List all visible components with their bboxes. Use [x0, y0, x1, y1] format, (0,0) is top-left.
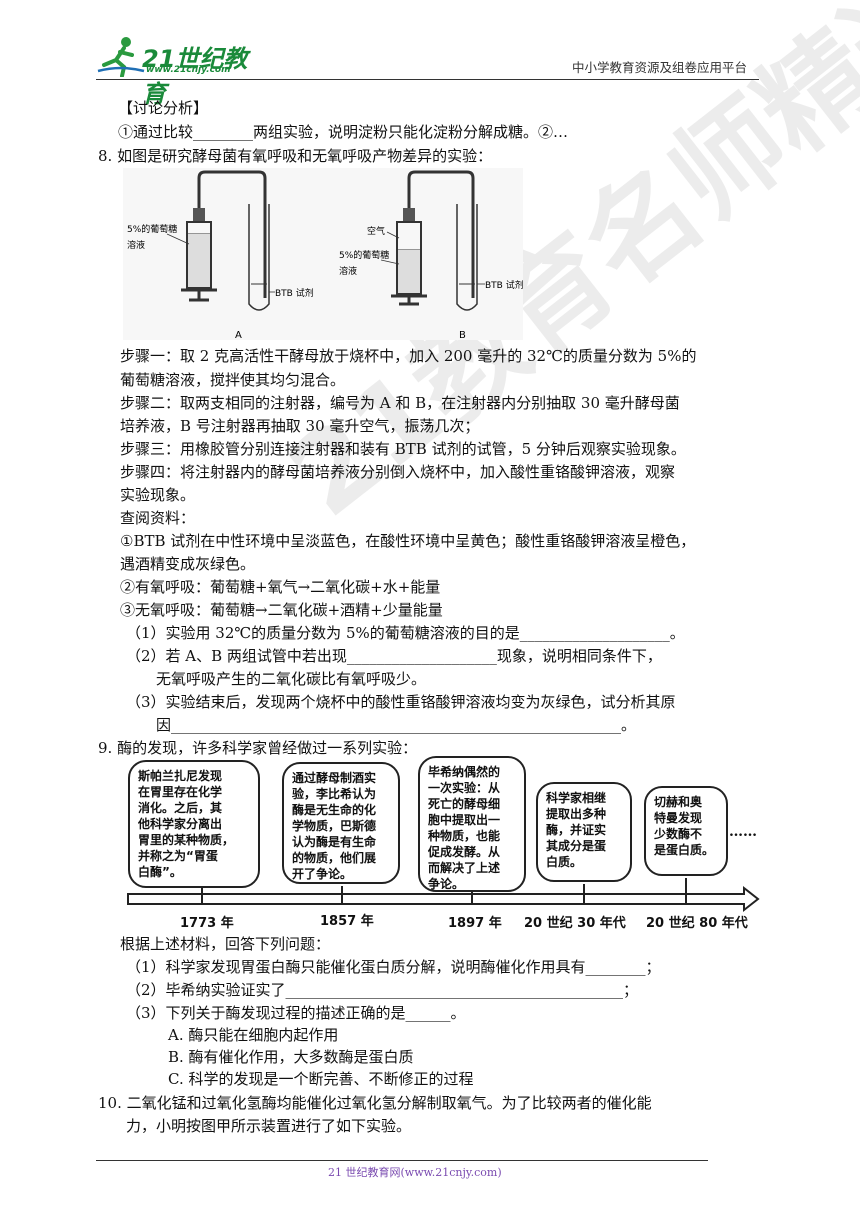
fig-a-caption: A [235, 330, 242, 340]
header-divider [96, 79, 759, 80]
q9-line: （3）下列关于酶发现过程的描述正确的是______。 [126, 1004, 466, 1022]
runner-logo-icon [97, 37, 145, 77]
q8-line: ③无氧呼吸：葡萄糖→二氧化碳+酒精+少量能量 [120, 601, 443, 619]
q9-line: 根据上述材料，回答下列问题： [120, 935, 331, 953]
syringe-a [181, 170, 267, 302]
q8-line: ②有氧呼吸：葡萄糖+氧气→二氧化碳+水+能量 [120, 578, 441, 596]
fig-b-label1: 5%的葡萄糖 [339, 249, 389, 261]
timeline-year: 20 世纪 80 年代 [646, 916, 748, 931]
discussion-heading: 【讨论分析】 [118, 99, 209, 117]
timeline-year: 1897 年 [448, 916, 502, 931]
fig-b-label2: 溶液 [339, 265, 357, 277]
q8-line: 因_______________________________________… [156, 716, 637, 734]
timeline-bubble: 毕希纳偶然的一次实验：从死亡的酵母细胞中提取出一种物质，也能促成发酵。从而解决了… [418, 756, 526, 892]
q8-line: （2）若 A、B 两组试管中若出现____________________现象，… [126, 647, 662, 665]
q8-line: 无氧呼吸产生的二氧化碳比有氧呼吸少。 [156, 670, 427, 688]
q8-line: 步骤二：取两支相同的注射器，编号为 A 和 B，在注射器内分别抽取 30 毫升酵… [120, 394, 680, 412]
q10-line: 10. 二氧化锰和过氧化氢酶均能催化过氧化氢分解制取氧气。为了比较两者的催化能 [98, 1094, 652, 1112]
q10-line: 力，小明按图甲所示装置进行了如下实验。 [126, 1117, 412, 1135]
fig-b-air: 空气 [367, 225, 385, 237]
platform-name: 中小学教育资源及组卷应用平台 [572, 60, 748, 75]
logo: 21世纪教育 www.21cnjy.com [96, 33, 266, 108]
fig-b-caption: B [459, 330, 466, 340]
logo-url: www.21cnjy.com [146, 65, 231, 75]
timeline-year: 1857 年 [320, 914, 374, 929]
q8-line: 遇酒精变成灰绿色。 [120, 555, 256, 573]
logo-text: 21世纪教育 [142, 45, 248, 108]
footer-text: 21 世纪教育网(www.21cnjy.com) [328, 1166, 502, 1179]
q8-title: 8. 如图是研究酵母菌有氧呼吸和无氧呼吸产物差异的实验： [98, 147, 493, 165]
fig-b-btb: BTB 试剂 [485, 279, 523, 291]
timeline-year: 20 世纪 30 年代 [524, 916, 626, 931]
q9-line: （2）毕希纳实验证实了_____________________________… [126, 981, 639, 999]
q8-line: 步骤一：取 2 克高活性干酵母放于烧杯中，加入 200 毫升的 32℃的质量分数… [120, 347, 697, 365]
timeline-bubble: 切赫和奥特曼发现少数酶不是蛋白质。 [644, 786, 728, 876]
q8-line: 步骤四：将注射器内的酵母菌培养液分别倒入烧杯中，加入酸性重铬酸钾溶液，观察 [120, 463, 676, 481]
q8-line: （3）实验结束后，发现两个烧杯中的酸性重铬酸钾溶液均变为灰绿色，试分析其原 [126, 693, 676, 711]
intro-question: ①通过比较________两组实验，说明淀粉只能化淀粉分解成糖。②… [118, 123, 569, 141]
q8-line: （1）实验用 32℃的质量分数为 5%的葡萄糖溶液的目的是___________… [126, 624, 685, 642]
timeline-ellipsis: …… [729, 824, 757, 840]
q8-line: ①BTB 试剂在中性环境中呈淡蓝色，在酸性环境中呈黄色；酸性重铬酸钾溶液呈橙色， [120, 532, 696, 550]
timeline-bubble: 科学家相继提取出多种酶，并证实其成分是蛋白质。 [536, 782, 632, 882]
q9-line: （1）科学家发现胃蛋白酶只能催化蛋白质分解，说明酶催化作用具有________； [126, 958, 661, 976]
timeline-year: 1773 年 [180, 916, 234, 931]
q9-option: C. 科学的发现是一个断完善、不断修正的过程 [168, 1070, 474, 1088]
q8-line: 步骤三：用橡胶管分别连接注射器和装有 BTB 试剂的试管，5 分钟后观察实验现象… [120, 440, 686, 458]
q9-option: A. 酶只能在细胞内起作用 [168, 1026, 339, 1044]
q8-figure: 5%的葡萄糖 溶液 BTB 试剂 A 空气 5%的葡萄糖 溶液 BTB 试剂 B [123, 168, 524, 341]
timeline-bubble: 斯帕兰扎尼发现在胃里存在化学消化。之后，其他科学家分离出胃里的某种物质，并称之为… [128, 760, 260, 888]
test-tube-a [248, 204, 270, 311]
q8-line: 葡萄糖溶液，搅拌使其均匀混合。 [120, 371, 346, 389]
fig-a-label2: 溶液 [127, 239, 145, 251]
timeline-bubble: 通过酵母制酒实验，李比希认为酶是无生命的化学物质，巴斯德认为酶是有生命的物质，他… [282, 762, 400, 884]
q9-title: 9. 酶的发现，许多科学家曾经做过一系列实验： [98, 739, 418, 757]
q8-line: 培养液，B 号注射器再抽取 30 毫升空气，振荡几次； [120, 417, 480, 435]
fig-a-label1: 5%的葡萄糖 [127, 223, 177, 235]
footer-divider [96, 1160, 708, 1161]
q9-option: B. 酶有催化作用，大多数酶是蛋白质 [168, 1048, 414, 1066]
q9-timeline-figure: 斯帕兰扎尼发现在胃里存在化学消化。之后，其他科学家分离出胃里的某种物质，并称之为… [126, 756, 760, 936]
q8-line: 实验现象。 [120, 486, 196, 504]
test-tube-b [456, 204, 478, 311]
q8-line: 查阅资料： [120, 509, 196, 527]
fig-a-btb: BTB 试剂 [275, 287, 314, 299]
syringe-b [391, 170, 475, 306]
